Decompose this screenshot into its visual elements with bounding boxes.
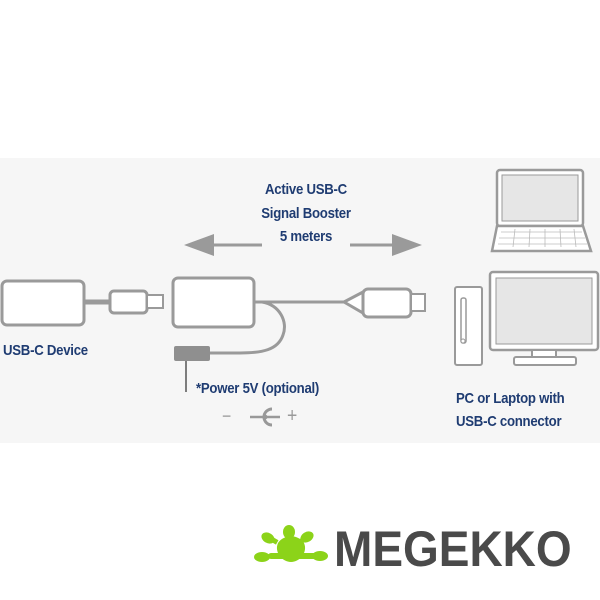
host-plug-icon (361, 287, 413, 319)
megekko-frog-logo-icon (254, 525, 328, 562)
power-cable (210, 300, 286, 355)
polarity-minus: − (222, 406, 231, 426)
booster-title-line-2: Signal Booster (261, 205, 351, 222)
host-label-line-1: PC or Laptop with (456, 390, 565, 407)
host-plug-tip (410, 293, 426, 312)
booster-title-line-1: Active USB-C (265, 181, 347, 198)
cable-strain-relief (340, 289, 365, 316)
usb-c-device-icon (0, 279, 86, 327)
arrow-left-icon (184, 234, 214, 256)
power-label: *Power 5V (optional) (196, 380, 320, 397)
arrow-right-icon (392, 234, 422, 256)
device-plug-tip (146, 294, 164, 309)
laptop-icon (490, 168, 593, 253)
usb-c-device-label: USB-C Device (3, 342, 88, 359)
device-plug-icon (108, 289, 149, 315)
signal-booster-box-icon (171, 276, 256, 329)
monitor-icon (488, 270, 600, 366)
power-plug-icon (174, 346, 210, 361)
dc-polarity-icon (250, 407, 280, 427)
booster-length-label: 5 meters (279, 228, 333, 245)
megekko-brand-name: MEGEKKO (334, 521, 572, 577)
desktop-tower-icon (454, 286, 483, 366)
host-label-line-2: USB-C connector (456, 413, 562, 430)
polarity-plus: + (287, 405, 298, 427)
